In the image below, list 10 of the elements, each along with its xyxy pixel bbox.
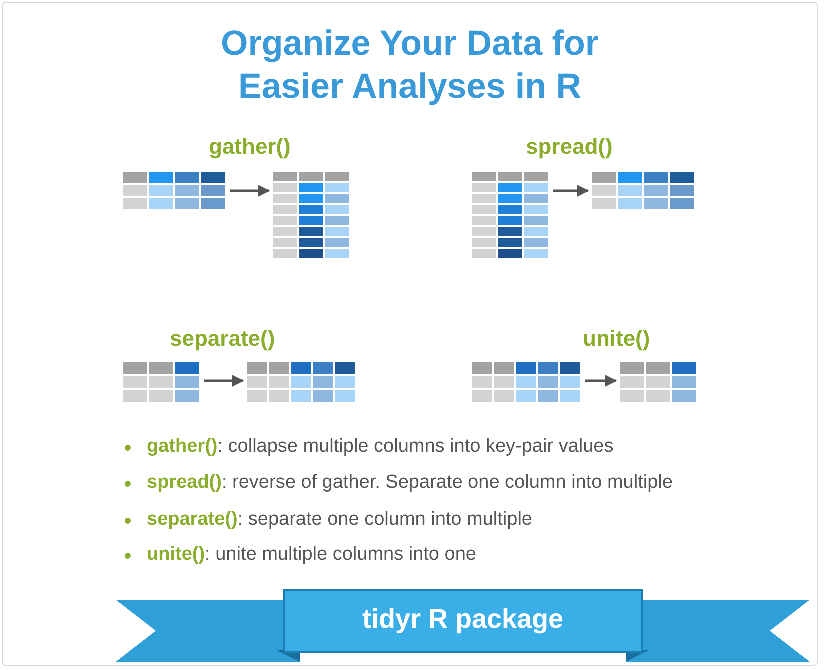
bullet-text: unite(): unite multiple columns into one — [147, 544, 476, 566]
function-heading: spread() — [526, 134, 613, 160]
function-heading: unite() — [583, 326, 650, 352]
function-heading: separate() — [170, 326, 276, 352]
banner-text: tidyr R package — [361, 604, 565, 635]
bullet-text: separate(): separate one column into multiple — [147, 509, 532, 531]
title: Organize Your Data for Easier Analyses in R — [220, 23, 600, 108]
bullet-text: gather(): collapse multiple columns into key-pair values — [147, 436, 614, 458]
bullet-text: spread(): reverse of gather. Separate one column into multiple — [147, 472, 673, 494]
function-heading: gather() — [209, 134, 291, 160]
